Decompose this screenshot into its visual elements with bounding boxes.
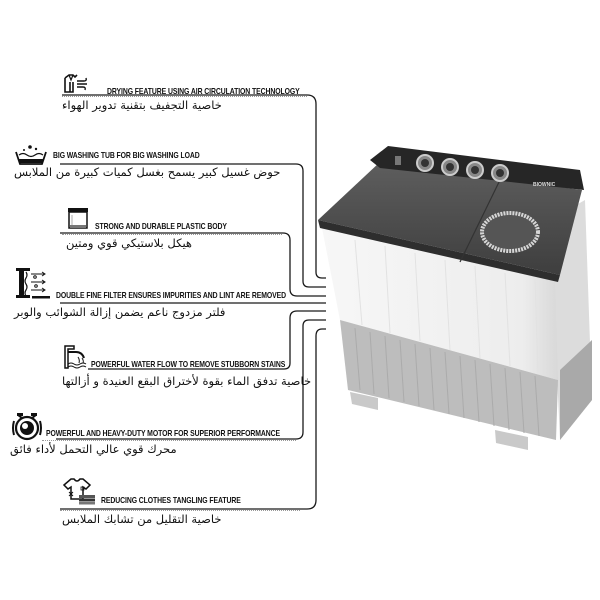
- feature-title-en: STRONG AND DURABLE PLASTIC BODY: [95, 221, 227, 231]
- feature-title-ar: حوض غسيل كبير يسمح بغسل كميات كبيرة من ا…: [14, 165, 281, 179]
- divider: [60, 510, 300, 511]
- plastic-body-icon: [68, 208, 88, 229]
- feature-title-ar: خاصية التجفيف بتقنية تدوير الهواء: [62, 98, 222, 112]
- feature-title-en: POWERFUL WATER FLOW TO REMOVE STUBBORN S…: [91, 359, 286, 369]
- filter-icon: [16, 268, 50, 299]
- feature-title-ar: فلتر مزدوج ناعم يضمن إزالة الشوائب والوب…: [14, 305, 226, 319]
- divider: [42, 440, 296, 441]
- connector-line-water: [88, 310, 326, 370]
- svg-text:BIOWNIC: BIOWNIC: [533, 182, 556, 188]
- tshirt-anti-tangle-icon: [62, 478, 95, 505]
- motor-icon: [12, 413, 42, 441]
- feature-title-en: DOUBLE FINE FILTER ENSURES IMPURITIES AN…: [56, 290, 287, 300]
- control-knobs: [416, 154, 509, 182]
- connector-line-tub: [60, 163, 326, 288]
- connector-line-body: [60, 232, 326, 297]
- feature-title-ar: محرك قوي عالي التحمل لأداء فائق: [10, 442, 177, 456]
- feature-title-ar: خاصية التقليل من تشابك الملابس: [62, 512, 222, 526]
- feature-title-ar: خاصية تدفق الماء بقوة لأختراق البقع العن…: [62, 374, 312, 388]
- connector-line-motor: [56, 319, 326, 440]
- divider: [62, 96, 307, 97]
- feature-title-en: REDUCING CLOTHES TANGLING FEATURE: [101, 495, 241, 505]
- washing-machine-image: BIOWNIC: [318, 146, 592, 450]
- feature-title-en: BIG WASHING TUB FOR BIG WASHING LOAD: [53, 150, 200, 160]
- water-flow-icon: [64, 345, 87, 369]
- washing-tub-icon: [15, 145, 47, 165]
- connector-line-tangle: [60, 328, 326, 510]
- shirt-air-icon: [64, 74, 87, 93]
- feature-title-en: POWERFUL AND HEAVY-DUTY MOTOR FOR SUPERI…: [46, 428, 281, 438]
- feature-title-en: DRYING FEATURE USING AIR CIRCULATION TEC…: [107, 86, 300, 96]
- connector-line-drying: [62, 94, 326, 279]
- feature-title-ar: هيكل بلاستيكي قوي ومتين: [66, 236, 192, 250]
- divider: [62, 234, 282, 235]
